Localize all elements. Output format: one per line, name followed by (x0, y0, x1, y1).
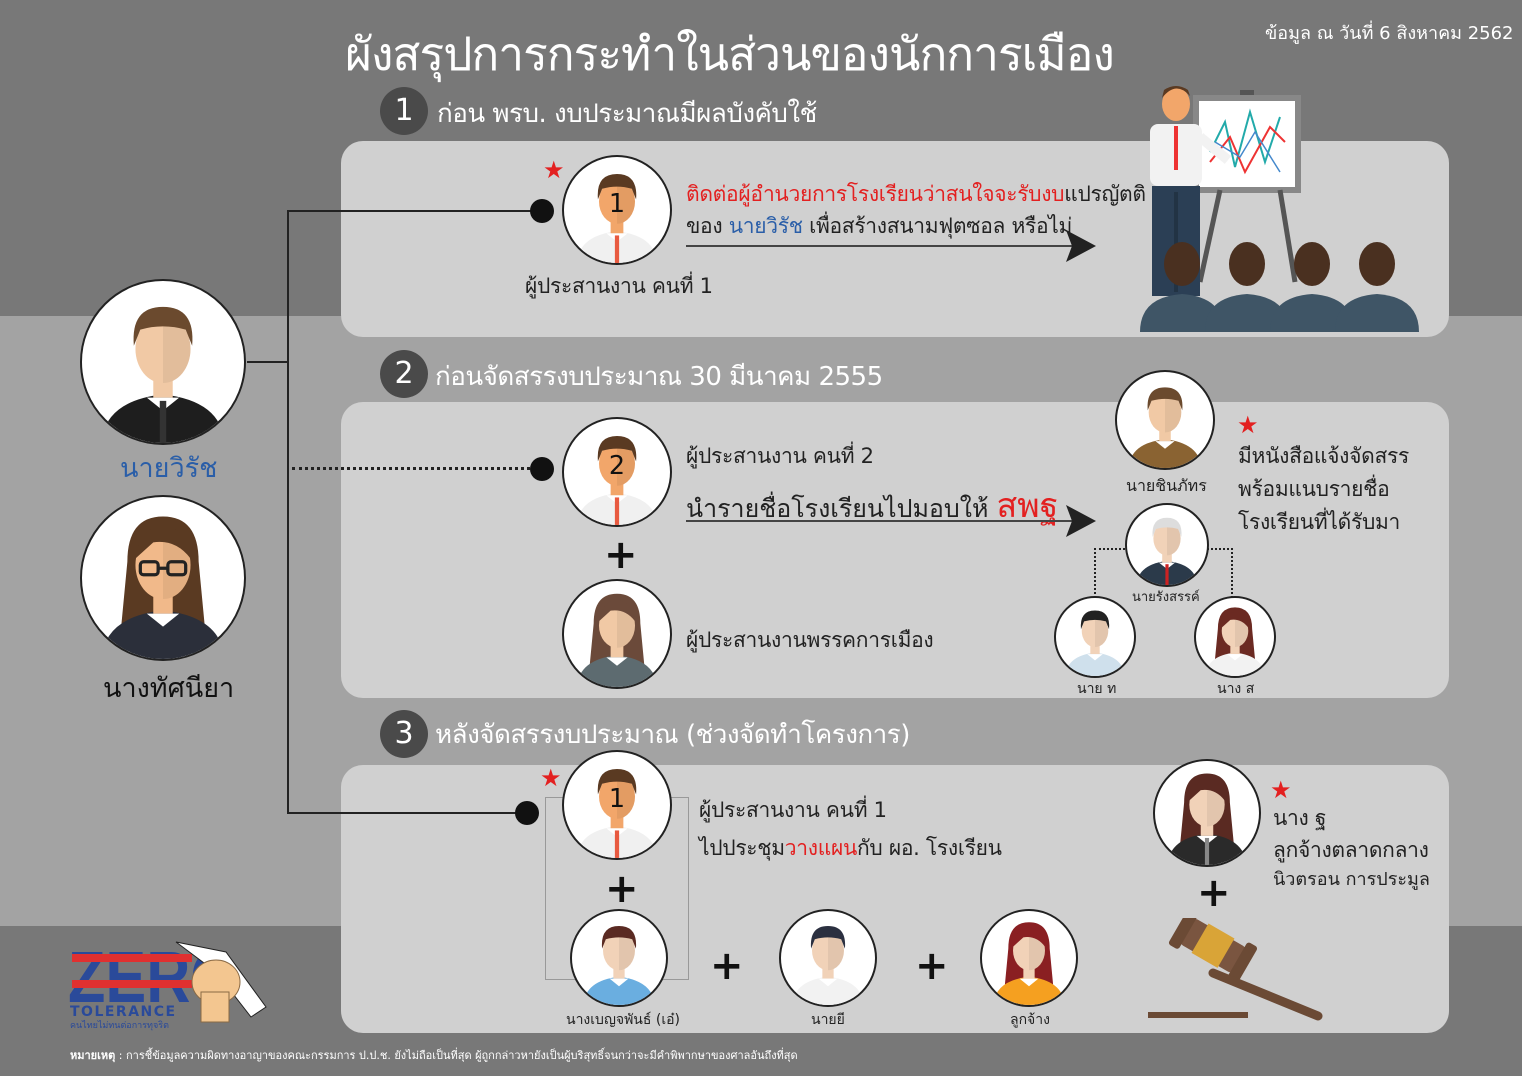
arrow-right-icon (1066, 230, 1096, 262)
section-3-action: ไปประชุมวางแผนกับ ผอ. โรงเรียน (699, 832, 1002, 865)
plus-icon: + (604, 532, 638, 578)
gavel-icon (1148, 918, 1323, 1021)
dotted-connector (292, 467, 537, 470)
name-link-text: นายวิรัช (728, 214, 803, 238)
star-icon: ★ (540, 764, 562, 792)
avatar-number: 1 (609, 188, 625, 218)
avatar-coordinator-2: 2 (562, 417, 672, 527)
data-date: ข้อมูล ณ วันที่ 6 สิงหาคม 2562 (1265, 23, 1514, 44)
page-title: ผังสรุปการกระทำในส่วนของนักการเมือง (345, 27, 1115, 81)
star-icon: ★ (1237, 411, 1259, 439)
avatar-mrs-s (1194, 596, 1276, 678)
avatar-number: 1 (609, 783, 625, 813)
text: กับ ผอ. โรงเรียน (857, 836, 1002, 860)
text: ไปประชุม (699, 836, 785, 860)
name-employee: ลูกจ้าง (1010, 1012, 1050, 1028)
highlight-text: ติดต่อผู้อำนวยการโรงเรียนว่าสนใจจะรับงบ (686, 182, 1065, 206)
avatar-mrs-t (1153, 759, 1261, 867)
connector-dot (530, 457, 554, 481)
section-2-action: นำรายชื่อโรงเรียนไปมอบให้ สพฐ (686, 478, 1058, 532)
footnote: หมายเหตุ : การชี้ข้อมูลความผิดทางอาญาของ… (70, 1046, 798, 1064)
avatar-rungsan (1125, 503, 1209, 587)
section-1-line-2: ของ นายวิรัช เพื่อสร้างสนามฟุตซอล หรือไม… (686, 210, 1072, 243)
plus-icon: + (915, 943, 949, 989)
footnote-label: หมายเหตุ (70, 1049, 116, 1062)
connector (247, 361, 289, 363)
arrow-line (686, 520, 1076, 522)
name-benjapan: นางเบญจพันธ์ (เอ๋) (566, 1012, 680, 1028)
name-chinnapat: นายชินภัทร (1126, 476, 1207, 495)
avatar-number: 2 (609, 450, 625, 480)
connector (287, 210, 542, 212)
section-3-badge: 3 (380, 710, 428, 758)
note-line: มีหนังสือแจ้งจัดสรร (1238, 444, 1409, 468)
section-3-title: หลังจัดสรรงบประมาณ (ช่วงจัดทำโครงการ) (435, 720, 910, 750)
connector (287, 210, 289, 813)
plus-icon: + (710, 943, 744, 989)
svg-text:TOLERANCE: TOLERANCE (70, 1004, 177, 1020)
text: นำรายชื่อโรงเรียนไปมอบให้ (686, 494, 997, 523)
avatar-party-coordinator (562, 579, 672, 689)
plus-icon: + (1197, 870, 1231, 916)
arrow-right-icon (1066, 505, 1096, 537)
coordinator-1-label: ผู้ประสานงาน คนที่ 1 (525, 274, 713, 298)
name-mr-yee: นายยี (811, 1012, 845, 1028)
text: ของ (686, 214, 729, 238)
presentation-illustration (1140, 86, 1419, 332)
note-line: พร้อมแนบรายชื่อ (1238, 477, 1390, 501)
name-tassaneeya: นางทัศนียา (103, 673, 235, 704)
party-coordinator-label: ผู้ประสานงานพรรคการเมือง (686, 628, 934, 652)
section-1-title: ก่อน พรบ. งบประมาณมีผลบังคับใช้ (437, 99, 817, 129)
avatar-coordinator-1: 1 (562, 155, 672, 265)
avatar-mr-t (1054, 596, 1136, 678)
name-mrs-t: นาง ฐ (1273, 806, 1327, 830)
avatar-tassaneeya (80, 495, 246, 661)
avatar-viroj (80, 279, 246, 445)
avatar-chinnapat (1115, 370, 1215, 470)
note-line: โรงเรียนที่ได้รับมา (1238, 510, 1401, 534)
highlight-text: วางแผน (784, 836, 858, 860)
star-icon: ★ (543, 156, 565, 184)
arrow-line (686, 245, 1076, 247)
name-mrs-s: นาง ส (1217, 681, 1255, 697)
text: แปรญัตติ (1064, 182, 1146, 206)
name-viroj: นายวิรัช (120, 453, 218, 484)
text: เพื่อสร้างสนามฟุตซอล หรือไม่ (802, 214, 1073, 238)
zero-tolerance-logo: ZERO TOLERANCE คนไทยไม่ทนต่อการทุจริต (68, 938, 267, 1031)
connector (287, 812, 527, 814)
name-mr-t: นาย ท (1077, 681, 1117, 697)
coordinator-2-label: ผู้ประสานงาน คนที่ 2 (686, 444, 874, 468)
highlight-text: สพฐ (996, 486, 1059, 526)
footnote-text: : การชี้ข้อมูลความผิดทางอาญาของคณะกรรมกา… (115, 1049, 798, 1062)
connector-dot (530, 199, 554, 223)
avatar-employee (980, 909, 1078, 1007)
section-2-badge: 2 (380, 350, 428, 398)
svg-text:คนไทยไม่ทนต่อการทุจริต: คนไทยไม่ทนต่อการทุจริต (70, 1020, 169, 1031)
avatar-mr-yee (779, 909, 877, 1007)
section-1-line-1: ติดต่อผู้อำนวยการโรงเรียนว่าสนใจจะรับงบแ… (686, 178, 1146, 211)
section-2-title: ก่อนจัดสรรงบประมาณ 30 มีนาคม 2555 (435, 362, 883, 392)
name-rungsan: นายรังสรรค์ (1132, 590, 1200, 605)
plus-icon: + (605, 866, 639, 912)
avatar-coordinator-1: 1 (562, 750, 672, 860)
section-1-badge: 1 (380, 87, 428, 135)
avatar-benjapan (570, 909, 668, 1007)
connector-dot (515, 801, 539, 825)
mrs-t-company: นิวตรอน การประมูล (1273, 869, 1430, 890)
coordinator-1-label: ผู้ประสานงาน คนที่ 1 (699, 798, 887, 822)
star-icon: ★ (1270, 776, 1292, 804)
mrs-t-role: ลูกจ้างตลาดกลาง (1273, 838, 1429, 862)
